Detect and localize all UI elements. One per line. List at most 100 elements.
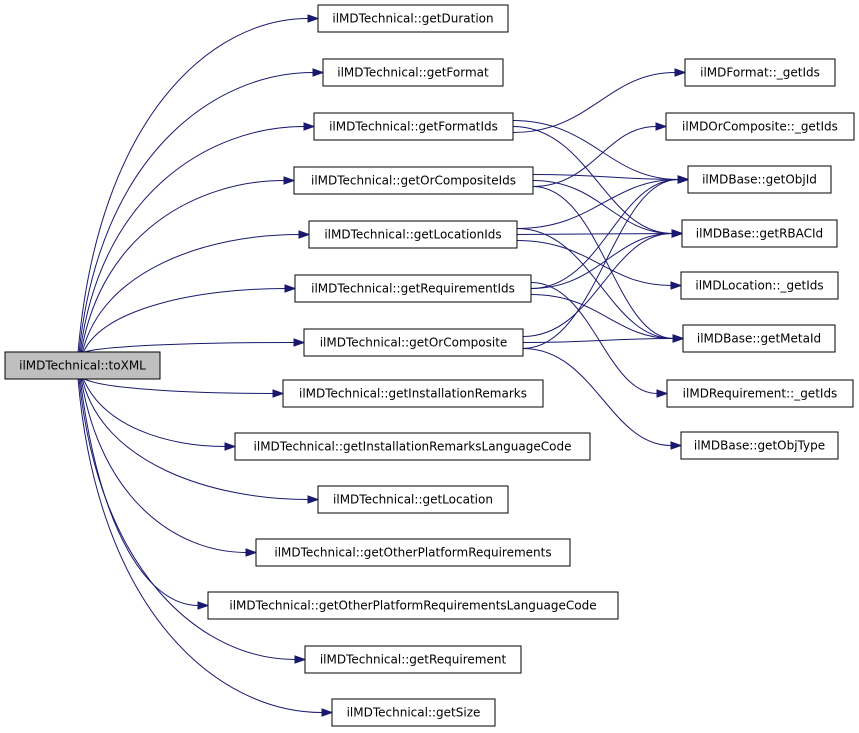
edge-getLocationIds-to-getObjId — [516, 175, 690, 229]
edge-getOrComposite-to-getRBACId — [522, 229, 684, 337]
node-box[interactable] — [682, 324, 836, 353]
arrowhead-icon — [272, 389, 285, 398]
arrowhead-icon — [293, 338, 306, 347]
edge-toXML-to-getDuration — [77, 14, 320, 353]
node-getRBACId[interactable]: ilMDBase::getRBACId — [681, 219, 838, 248]
edge-line — [81, 234, 300, 353]
node-label: ilMDTechnical::getDuration — [332, 12, 493, 26]
node-box[interactable] — [680, 431, 839, 460]
node-label: ilMDTechnical::getLocation — [333, 493, 493, 507]
node-box[interactable] — [4, 351, 161, 380]
node-getLocationIds[interactable]: ilMDTechnical::getLocationIds — [308, 220, 518, 249]
node-label: ilMDTechnical::getOtherPlatformRequireme… — [274, 546, 551, 560]
node-box[interactable] — [680, 271, 839, 300]
arrowhead-icon — [307, 495, 320, 504]
edge-toXML-to-getLocationIds — [81, 230, 311, 353]
node-box[interactable] — [681, 219, 838, 248]
edge-line — [522, 179, 679, 349]
arrowhead-icon — [321, 708, 334, 717]
node-box[interactable] — [294, 274, 532, 303]
edge-toXML-to-getRequirementIds — [83, 284, 297, 353]
node-label: ilMDTechnical::getOrCompositeIds — [311, 174, 516, 188]
node-getObjType[interactable]: ilMDBase::getObjType — [680, 431, 839, 460]
node-box[interactable] — [304, 645, 522, 674]
edge-getOrCompositeIds-to-getRBACId — [532, 180, 684, 238]
node-orCompositeGetIds[interactable]: ilMDOrComposite::_getIds — [665, 112, 855, 141]
edge-getRequirementIds-to-getObjId — [530, 175, 690, 289]
node-getRequirement[interactable]: ilMDTechnical::getRequirement — [304, 645, 522, 674]
node-getOrComposite[interactable]: ilMDTechnical::getOrComposite — [303, 328, 524, 357]
edge-line — [516, 228, 674, 339]
node-locationGetIds[interactable]: ilMDLocation::_getIds — [680, 271, 839, 300]
node-label: ilMDBase::getObjType — [694, 439, 825, 453]
arrowhead-icon — [670, 441, 683, 450]
node-label: ilMDBase::getObjId — [702, 173, 817, 187]
edge-line — [522, 233, 673, 337]
node-getRequirementIds[interactable]: ilMDTechnical::getRequirementIds — [294, 274, 532, 303]
node-box[interactable] — [666, 379, 854, 408]
edge-line — [80, 180, 285, 353]
arrowhead-icon — [283, 176, 296, 185]
node-box[interactable] — [665, 112, 855, 141]
node-getDuration[interactable]: ilMDTechnical::getDuration — [317, 4, 509, 33]
node-box[interactable] — [317, 4, 509, 33]
node-getFormat[interactable]: ilMDTechnical::getFormat — [322, 58, 504, 87]
node-box[interactable] — [303, 328, 524, 357]
arrowhead-icon — [298, 230, 311, 239]
node-box[interactable] — [234, 432, 591, 461]
node-getInstallationRemarks[interactable]: ilMDTechnical::getInstallationRemarks — [282, 379, 544, 408]
node-toXML[interactable]: ilMDTechnical::toXML — [4, 351, 161, 380]
edge-line — [512, 126, 673, 234]
arrowhead-icon — [303, 122, 316, 131]
node-getSize[interactable]: ilMDTechnical::getSize — [331, 698, 496, 727]
edge-line — [516, 240, 672, 286]
node-getOtherPlatformRequirementsLanguageCode[interactable]: ilMDTechnical::getOtherPlatformRequireme… — [207, 591, 619, 620]
node-label: ilMDTechnical::getOrComposite — [320, 336, 508, 350]
edge-getOrCompositeIds-to-orCompositeGetIds — [532, 122, 668, 187]
edge-line — [78, 72, 314, 353]
node-requirementGetIds[interactable]: ilMDRequirement::_getIds — [666, 379, 854, 408]
edge-line — [83, 288, 286, 353]
edge-line — [530, 179, 679, 289]
node-box[interactable] — [331, 698, 496, 727]
node-box[interactable] — [293, 166, 534, 195]
arrowhead-icon — [294, 655, 307, 664]
edge-toXML-to-getLocation — [81, 378, 320, 504]
edge-toXML-to-getOrComposite — [84, 338, 306, 353]
node-box[interactable] — [687, 165, 832, 194]
node-label: ilMDFormat::_getIds — [700, 66, 820, 80]
node-box[interactable] — [684, 58, 836, 87]
node-box[interactable] — [308, 220, 518, 249]
edge-line — [77, 18, 309, 353]
node-getFormatIds[interactable]: ilMDTechnical::getFormatIds — [313, 112, 514, 141]
node-getOrCompositeIds[interactable]: ilMDTechnical::getOrCompositeIds — [293, 166, 534, 195]
node-getMetaId[interactable]: ilMDBase::getMetaId — [682, 324, 836, 353]
edge-line — [79, 126, 305, 353]
node-box[interactable] — [317, 485, 509, 514]
node-getObjId[interactable]: ilMDBase::getObjId — [687, 165, 832, 194]
node-label: ilMDLocation::_getIds — [695, 279, 823, 293]
edge-toXML-to-getSize — [77, 378, 334, 717]
edge-line — [530, 294, 674, 339]
node-box[interactable] — [207, 591, 619, 620]
edge-line — [532, 180, 673, 234]
node-box[interactable] — [255, 538, 571, 567]
edge-getOrComposite-to-getObjId — [522, 175, 690, 349]
node-getOtherPlatformRequirements[interactable]: ilMDTechnical::getOtherPlatformRequireme… — [255, 538, 571, 567]
arrowhead-icon — [312, 68, 325, 77]
node-label: ilMDTechnical::getRequirementIds — [311, 282, 515, 296]
edge-line — [522, 338, 674, 343]
node-label: ilMDTechnical::getInstallationRemarks — [299, 387, 527, 401]
node-box[interactable] — [313, 112, 514, 141]
node-getInstallationRemarksLanguageCode[interactable]: ilMDTechnical::getInstallationRemarksLan… — [234, 432, 591, 461]
edge-line — [78, 378, 296, 660]
arrowhead-icon — [307, 14, 320, 23]
node-getLocation[interactable]: ilMDTechnical::getLocation — [317, 485, 509, 514]
node-formatGetIds[interactable]: ilMDFormat::_getIds — [684, 58, 836, 87]
arrowhead-icon — [224, 442, 237, 451]
node-box[interactable] — [322, 58, 504, 87]
node-box[interactable] — [282, 379, 544, 408]
edge-line — [81, 378, 309, 500]
edge-line — [532, 126, 657, 187]
